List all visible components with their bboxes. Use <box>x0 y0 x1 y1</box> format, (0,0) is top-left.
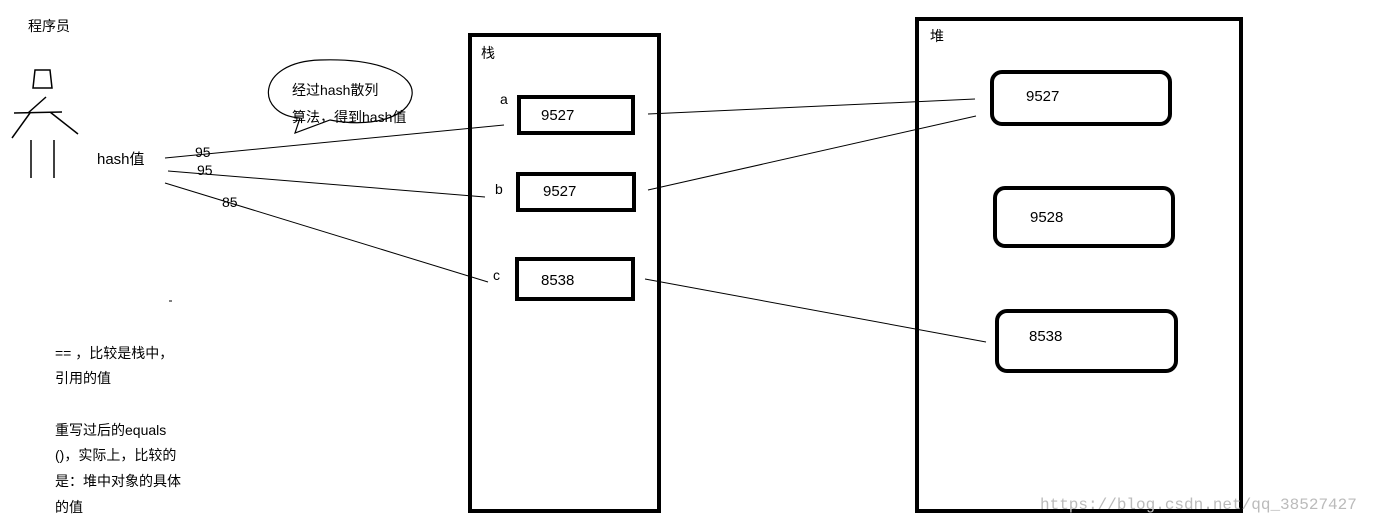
heap-container <box>915 17 1243 513</box>
stack-title: 栈 <box>481 45 495 61</box>
heap-value-3: 8538 <box>1029 328 1063 345</box>
hash-value-c: 85 <box>222 194 238 210</box>
hash-line-a <box>164 124 505 159</box>
note-equals-line3: 是：堆中对象的具体 <box>55 473 181 489</box>
stack-slot-c <box>515 257 635 301</box>
stack-var-b: b <box>495 181 503 197</box>
note-equals-line4: 的值 <box>55 499 83 515</box>
heap-value-2: 9528 <box>1030 209 1064 226</box>
stack-slot-b <box>516 172 636 212</box>
note-eq-line2: 引用的值 <box>55 370 111 386</box>
heap-value-1: 9527 <box>1026 88 1060 105</box>
stack-var-a: a <box>500 91 508 107</box>
speech-bubble <box>267 59 413 134</box>
note-equals-line2: ()，实际上，比较的 <box>55 447 177 463</box>
note-equals-line1: 重写过后的equals <box>55 422 167 438</box>
programmer-label: 程序员 <box>28 18 70 34</box>
heap-object-2 <box>993 186 1175 248</box>
hash-value-b: 95 <box>197 162 213 178</box>
stack-slot-a <box>517 95 635 135</box>
stack-value-c: 8538 <box>541 272 575 289</box>
programmer-figure <box>11 69 79 178</box>
watermark: https://blog.csdn.net/qq_38527427 <box>1040 496 1357 514</box>
ref-line-a <box>647 98 976 115</box>
bubble-text-line2: 算法，得到hash值 <box>292 109 407 125</box>
hash-line-c <box>164 182 489 283</box>
bubble-text-line1: 经过hash散列 <box>292 82 379 98</box>
hash-label: hash值 <box>97 151 145 168</box>
stack-value-a: 9527 <box>541 107 575 124</box>
hash-line-b <box>167 170 486 198</box>
heap-object-1 <box>990 70 1172 126</box>
note-eq-line1: == ，比较是栈中， <box>55 345 174 361</box>
heap-title: 堆 <box>930 28 944 44</box>
stack-var-c: c <box>493 267 500 283</box>
stack-value-b: 9527 <box>543 183 577 200</box>
heap-object-3 <box>995 309 1178 373</box>
hash-value-a: 95 <box>195 144 211 160</box>
ref-line-b <box>647 115 977 191</box>
ref-line-c <box>644 278 987 343</box>
stack-container <box>468 33 661 513</box>
